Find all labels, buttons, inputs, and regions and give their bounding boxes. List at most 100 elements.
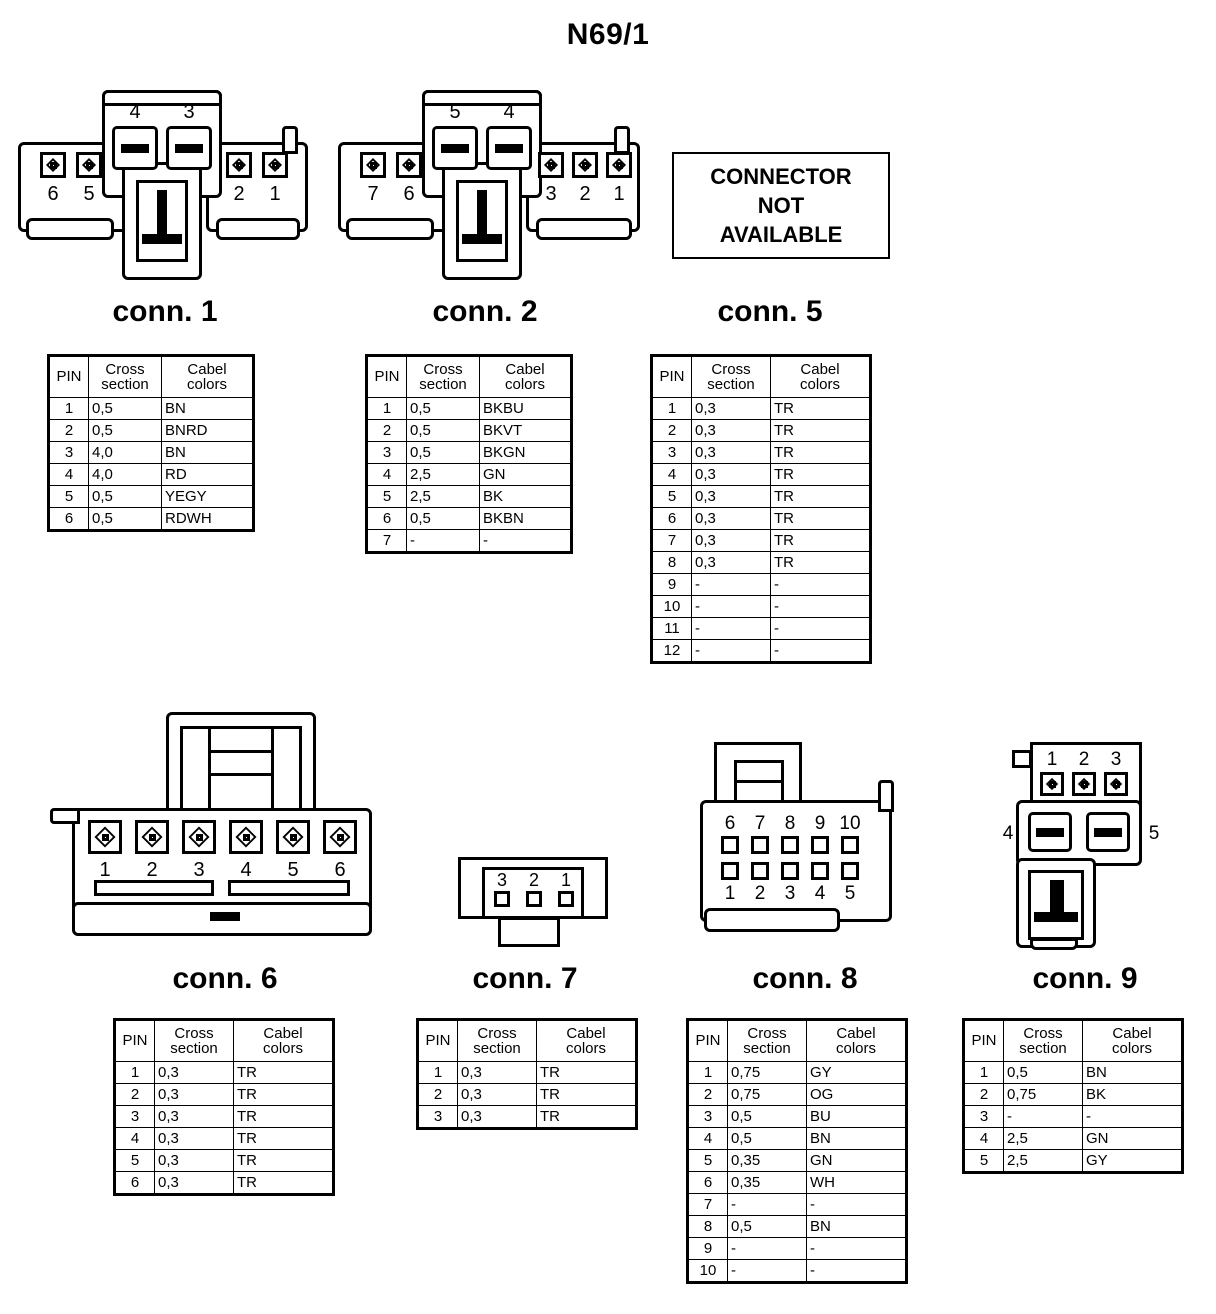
pin-label-1: 1 [560,870,571,890]
cell-cabel-colors: TR [233,1061,334,1084]
cell-cross-section: 2,5 [1003,1127,1083,1150]
cell-pin: 1 [687,1061,728,1084]
pin-cavity-1 [721,862,739,880]
page-title: N69/1 [566,18,650,51]
cell-cabel-colors: BN [806,1215,907,1238]
cell-pin: 2 [48,419,89,442]
connector-drawing-conn8: 6 7 8 9 10 1 2 3 4 5 [700,742,920,952]
pin-label-5: 5 [1148,823,1160,844]
cell-cross-section: 2,5 [406,485,480,508]
cell-cross-section: 4,0 [88,463,162,486]
cell-cross-section: 0,3 [457,1083,537,1106]
pin-label-3: 3 [183,101,195,123]
pin-cavity-3 [182,820,216,854]
conn5-caption: conn. 5 [717,295,823,328]
header-pin: PIN [963,1019,1004,1062]
cell-cross-section: 0,3 [691,507,771,530]
cell-cross-section: 0,5 [88,485,162,508]
cell-cross-section: 0,5 [1003,1061,1083,1084]
cell-cross-section: 0,3 [457,1061,537,1084]
header-pin: PIN [48,355,89,398]
pin-label-6: 6 [47,183,59,205]
na-line-1: CONNECTOR [710,164,852,189]
table-row: 11-- [651,617,871,640]
cell-cabel-colors: GY [1082,1149,1183,1173]
pin-label-8: 8 [784,813,796,834]
cell-cabel-colors: BN [161,397,254,420]
pin-cavity-2 [751,862,769,880]
pin-label-6: 6 [403,183,415,205]
pin-cavity-1 [1040,772,1064,796]
header-cabel-line2: colors [1111,1040,1152,1057]
cell-cross-section: 4,0 [88,441,162,464]
cell-pin: 8 [687,1215,728,1238]
table-header-row: PIN Cross section Cabel colors [417,1019,637,1062]
cell-cross-section: - [691,617,771,640]
cell-cross-section: 0,3 [154,1105,234,1128]
cell-pin: 6 [114,1171,155,1195]
cell-cross-section: 0,3 [154,1149,234,1172]
header-cross-line2: section [707,376,755,393]
pin-cavity-1 [558,891,574,907]
pin-label-1: 1 [613,183,625,205]
pin-label-2: 2 [754,883,766,904]
table-header-row: PIN Cross section Cabel colors [366,355,572,398]
pin-cavity-1 [262,152,288,178]
conn9-caption: conn. 9 [1032,962,1138,995]
cell-cross-section: 0,3 [691,463,771,486]
cell-cabel-colors: TR [233,1127,334,1150]
cell-pin: 5 [963,1149,1004,1173]
cell-cross-section: 0,35 [727,1149,807,1172]
pin-label-3: 3 [193,859,205,881]
cell-pin: 6 [687,1171,728,1194]
header-cross-line2: section [170,1040,218,1057]
header-cross-line1: Cross [477,1024,517,1042]
pin-label-4: 4 [240,859,252,881]
cell-pin: 7 [366,529,407,553]
pin-label-2: 2 [579,183,591,205]
pin-cavity-3 [494,891,510,907]
header-cabel-line1: Cabel [505,360,545,378]
header-cross-section: Cross section [457,1019,537,1062]
table-row: 10-- [687,1259,907,1283]
header-cabel-line1: Cabel [263,1024,303,1042]
header-pin: PIN [366,355,407,398]
connector-drawing-conn9: 1 2 3 4 5 [1000,742,1180,952]
header-cross-line1: Cross [1023,1024,1063,1042]
header-cabel-colors: Cabel colors [479,355,572,398]
cell-pin: 1 [651,397,692,420]
na-line-2: NOT [757,193,805,219]
pin-label-5: 5 [449,101,461,123]
cell-pin: 3 [963,1105,1004,1128]
pin-label-1: 1 [1046,749,1058,770]
header-cabel-line2: colors [565,1040,606,1057]
header-cross-section: Cross section [1003,1019,1083,1062]
pin-label-3: 3 [545,183,557,205]
cell-cabel-colors: BN [806,1127,907,1150]
cell-cabel-colors: TR [233,1149,334,1172]
cell-cross-section: 2,5 [1003,1149,1083,1173]
cell-pin: 3 [366,441,407,464]
header-pin: PIN [417,1019,458,1062]
pin-cavity-10 [841,836,859,854]
cell-pin: 4 [963,1127,1004,1150]
cell-cabel-colors: RDWH [161,507,254,531]
pin-label-2: 2 [233,183,245,205]
cell-pin: 1 [963,1061,1004,1084]
pin-cavity-1 [606,152,632,178]
